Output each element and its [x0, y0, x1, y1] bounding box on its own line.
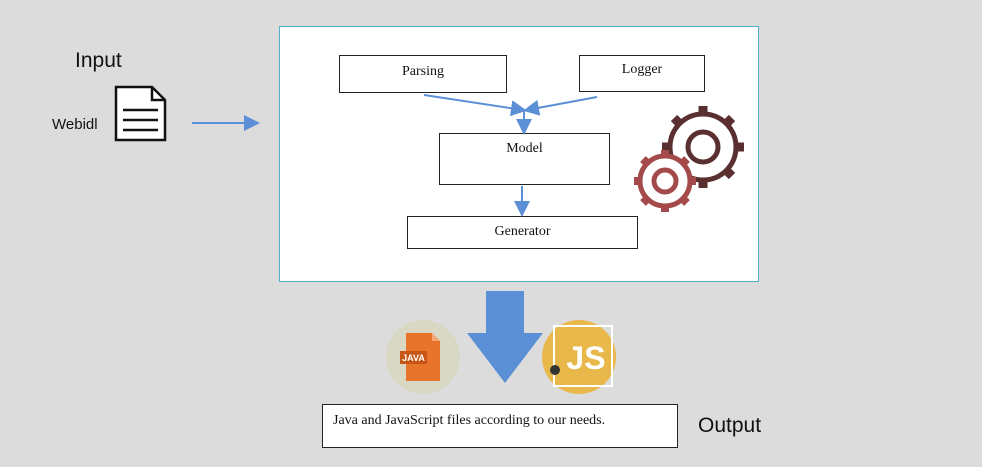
java-file-icon	[386, 320, 460, 394]
down-arrow-icon	[467, 291, 543, 383]
webidl-label: Webidl	[52, 116, 98, 133]
gears-icon	[634, 106, 744, 212]
output-label: Output	[698, 414, 762, 437]
output-description-box: Java and JavaScript files according to o…	[322, 404, 678, 448]
document-icon	[114, 85, 167, 142]
input-label: Input	[75, 49, 122, 72]
logger-arrow	[523, 96, 598, 116]
model-label: Model	[506, 141, 543, 156]
logger-label: Logger	[621, 62, 663, 77]
output-description: Java and JavaScript files according to o…	[333, 413, 606, 428]
parsing-label: Parsing	[402, 64, 444, 79]
javascript-icon	[542, 320, 616, 394]
js-badge-label: JS	[566, 340, 606, 376]
logger-box: Logger	[579, 55, 705, 92]
generator-label: Generator	[494, 224, 551, 239]
parsing-arrow	[423, 94, 527, 117]
parsing-box: Parsing	[339, 55, 507, 93]
java-badge-label: JAVA	[402, 353, 425, 363]
